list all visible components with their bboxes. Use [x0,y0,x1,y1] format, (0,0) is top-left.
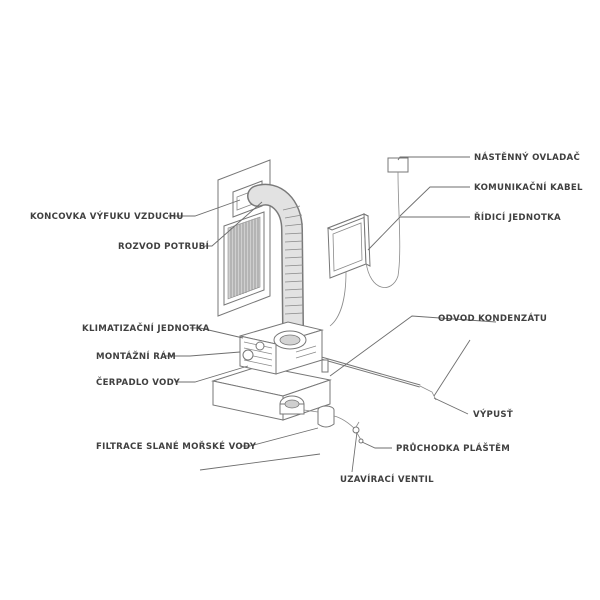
communication-cable [365,171,401,288]
intake-hose [333,415,357,431]
leader-odvod [329,315,497,377]
shut-off-valve [352,421,360,434]
leader-montazni [165,351,241,357]
label-nastenny-ovladac: NÁSTĚNNÝ OVLADAČ [474,151,580,163]
leader-lines [165,156,497,473]
leader-ridici-jednotka [367,216,470,251]
leader-pruchodka [361,441,392,449]
leader-filtrace [240,427,319,447]
unit-cable [329,271,347,327]
leader-nastenny-ovladac [397,156,470,161]
leader-cerpadlo [175,365,249,383]
label-odvod-kondenzatu: ODVOD KONDENZÁTU [438,312,547,324]
control-unit-box [326,213,371,279]
label-vypust: VÝPUSŤ [473,408,513,420]
leader-vypust [433,397,469,415]
seawater-strainer [317,405,335,428]
leader-rozvod [204,201,263,247]
label-klimatizacni-jednotka: KLIMATIZAČNÍ JEDNOTKA [82,322,210,334]
label-filtrace: FILTRACE SLANÉ MOŘSKÉ VODY [96,440,257,452]
leader-komunikacni-kabel [399,186,470,217]
wall-controller-box [387,157,409,173]
label-koncovka-vyfuku: KONCOVKA VÝFUKU VZDUCHU [30,210,184,222]
label-komunikacni-kabel: KOMUNIKAČNÍ KABEL [474,181,583,193]
air-duct-hose [247,183,304,336]
leader-vypust-ext [433,339,471,397]
thru-hull-fitting [356,432,364,444]
wall-grille [223,211,265,306]
illustration [211,157,437,444]
leader-lower-ext [199,453,321,471]
water-pump [279,395,305,415]
label-montazni-ram: MONTÁŽNÍ RÁM [96,350,176,362]
drain-outlet [419,385,437,401]
mounting-base [211,365,332,421]
air-conditioning-unit [239,321,329,375]
label-cerpadlo-vody: ČERPADLO VODY [96,376,180,388]
water-hose [303,409,319,413]
labels: NÁSTĚNNÝ OVLADAČ KOMUNIKAČNÍ KABEL ŘÍDIC… [30,151,583,485]
label-ridici-jednotka: ŘÍDICÍ JEDNOTKA [474,211,561,223]
label-uzaviraci-ventil: UZAVÍRACÍ VENTIL [340,473,434,485]
leader-uzaviraci [351,431,358,473]
label-pruchodka: PRŮCHODKA PLÁŠTĚM [396,442,510,454]
label-rozvod-potrubi: ROZVOD POTRUBÍ [118,240,209,252]
leader-koncovka [168,199,241,217]
leader-klimatizacni [190,327,244,339]
